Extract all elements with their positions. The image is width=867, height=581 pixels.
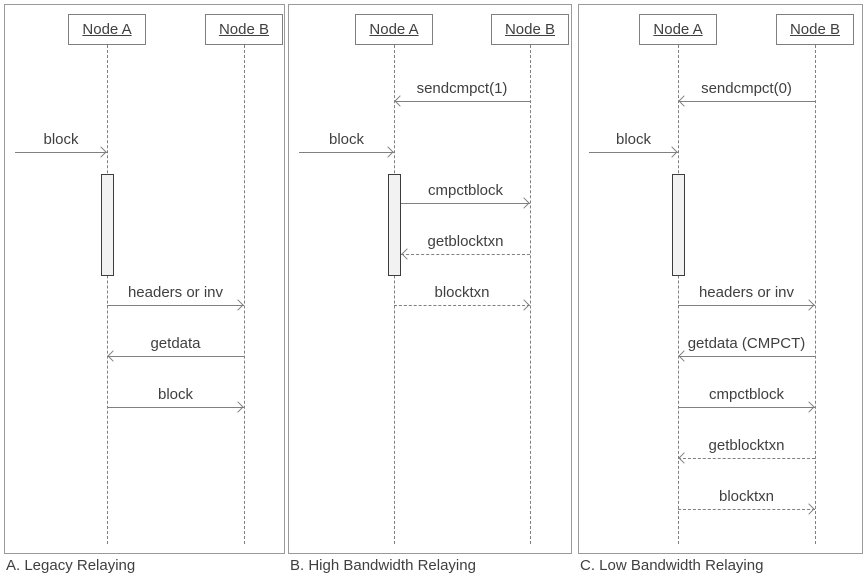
- message-line: [678, 407, 815, 408]
- lifeline-node-a: [678, 45, 679, 544]
- message-label: headers or inv: [127, 284, 224, 301]
- message-line: [107, 356, 244, 357]
- actor-node-b: Node B: [491, 14, 569, 45]
- lifeline-node-b: [815, 45, 816, 544]
- message-label: sendcmpct(0): [701, 80, 792, 97]
- activation-bar: [388, 174, 401, 276]
- message-line: [589, 152, 678, 153]
- activation-bar: [101, 174, 114, 276]
- message-line: [401, 203, 530, 204]
- message-line: [107, 407, 244, 408]
- message-line: [678, 509, 815, 510]
- message-label: block: [157, 386, 194, 403]
- message-line: [678, 305, 815, 306]
- actor-node-b: Node B: [776, 14, 854, 45]
- message-line: [678, 356, 815, 357]
- message-label: getblocktxn: [427, 233, 504, 250]
- message-line: [394, 305, 530, 306]
- actor-node-a: Node A: [639, 14, 717, 45]
- message-line: [678, 101, 815, 102]
- message-label: block: [43, 131, 79, 148]
- actor-node-b: Node B: [205, 14, 283, 45]
- message-line: [107, 305, 244, 306]
- lifeline-node-b: [244, 45, 245, 544]
- lifeline-node-a: [394, 45, 395, 544]
- message-line: [401, 254, 530, 255]
- message-label: getblocktxn: [708, 437, 785, 454]
- message-line: [678, 458, 815, 459]
- message-line: [394, 101, 530, 102]
- message-label: blocktxn: [718, 488, 775, 505]
- actor-node-a: Node A: [68, 14, 146, 45]
- actor-node-a: Node A: [355, 14, 433, 45]
- message-label: cmpctblock: [708, 386, 785, 403]
- activation-bar: [672, 174, 685, 276]
- lifeline-node-a: [107, 45, 108, 544]
- panel-a: Node A Node B block headers or inv getdata bl…: [4, 4, 285, 554]
- message-label: blocktxn: [434, 284, 490, 301]
- panel-caption: B. High Bandwidth Relaying: [290, 557, 476, 574]
- message-label: getdata: [150, 335, 201, 352]
- message-line: [15, 152, 107, 153]
- message-label: cmpctblock: [427, 182, 504, 199]
- panel-caption: A. Legacy Relaying: [6, 557, 136, 574]
- message-label: block: [615, 131, 652, 148]
- panel-caption: C. Low Bandwidth Relaying: [580, 557, 764, 574]
- message-label: block: [328, 131, 365, 148]
- panel-b: Node A Node B sendcmpct(1) block cmpctblock g…: [288, 4, 572, 554]
- lifeline-node-b: [530, 45, 531, 544]
- message-label: headers or inv: [698, 284, 795, 301]
- message-label: getdata (CMPCT): [687, 335, 806, 352]
- message-label: sendcmpct(1): [416, 80, 508, 97]
- panel-c: Node A Node B sendcmpct(0) block headers or …: [578, 4, 863, 554]
- message-line: [299, 152, 394, 153]
